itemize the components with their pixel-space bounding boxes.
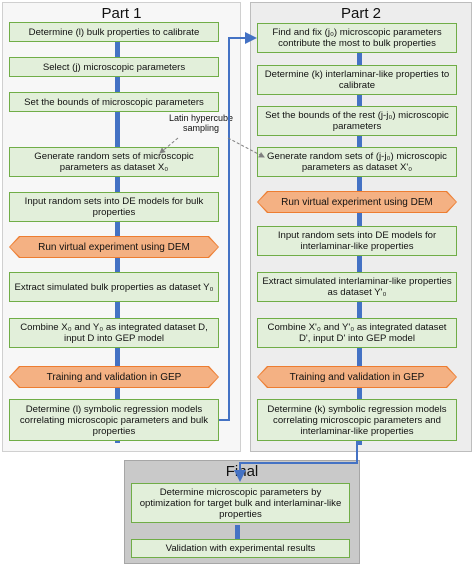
p1-step-symbolic: Determine (l) symbolic regression models… [9,399,219,441]
final-step-optimization: Determine microscopic parameters by opti… [131,483,350,523]
final-step-validation: Validation with experimental results [131,539,350,558]
part1-title: Part 1 [101,5,142,22]
part2-title: Part 2 [340,5,382,22]
p2-step-generate-sets: Generate random sets of (j-j₀) microscop… [257,147,457,177]
p2-step-set-bounds: Set the bounds of the rest (j-j₀) micros… [257,106,457,136]
p1-step-generate-sets: Generate random sets of microscopic para… [9,147,219,177]
p2-step-combine: Combine X'₀ and Y'₀ as integrated datase… [257,318,457,348]
p1-step-set-bounds: Set the bounds of microscopic parameters [9,92,219,112]
p1-step-select-params: Select (j) microscopic parameters [9,57,219,77]
lhs-arrow-part1 [159,137,179,154]
p2-step-symbolic: Determine (k) symbolic regression models… [257,399,457,441]
p1-step-extract: Extract simulated bulk properties as dat… [9,272,219,302]
p1-step-training: Training and validation in GEP [10,367,218,387]
final-spine [235,525,240,539]
p2-step-input-sets: Input random sets into DE models for int… [257,226,457,256]
p1-step-determine-bulk: Determine (l) bulk properties to calibra… [9,22,219,42]
p2-step-fix-params: Find and fix (j₀) microscopic parameters… [257,23,457,53]
p2-step-run-dem: Run virtual experiment using DEM [258,192,456,212]
p1-step-combine: Combine X₀ and Y₀ as integrated dataset … [9,318,219,348]
p2-step-determine-interlaminar: Determine (k) interlaminar-like properti… [257,65,457,95]
connector-part1-to-part2 [219,32,257,421]
connector-part2-to-final [234,441,358,482]
p2-step-extract: Extract simulated interlaminar-like prop… [257,272,457,302]
p2-step-training: Training and validation in GEP [258,367,456,387]
latin-hypercube-note: Latin hypercube sampling [168,113,234,133]
p1-step-run-dem: Run virtual experiment using DEM [10,237,218,257]
lhs-arrow-part2 [227,137,265,158]
p1-step-input-sets: Input random sets into DE models for bul… [9,192,219,222]
